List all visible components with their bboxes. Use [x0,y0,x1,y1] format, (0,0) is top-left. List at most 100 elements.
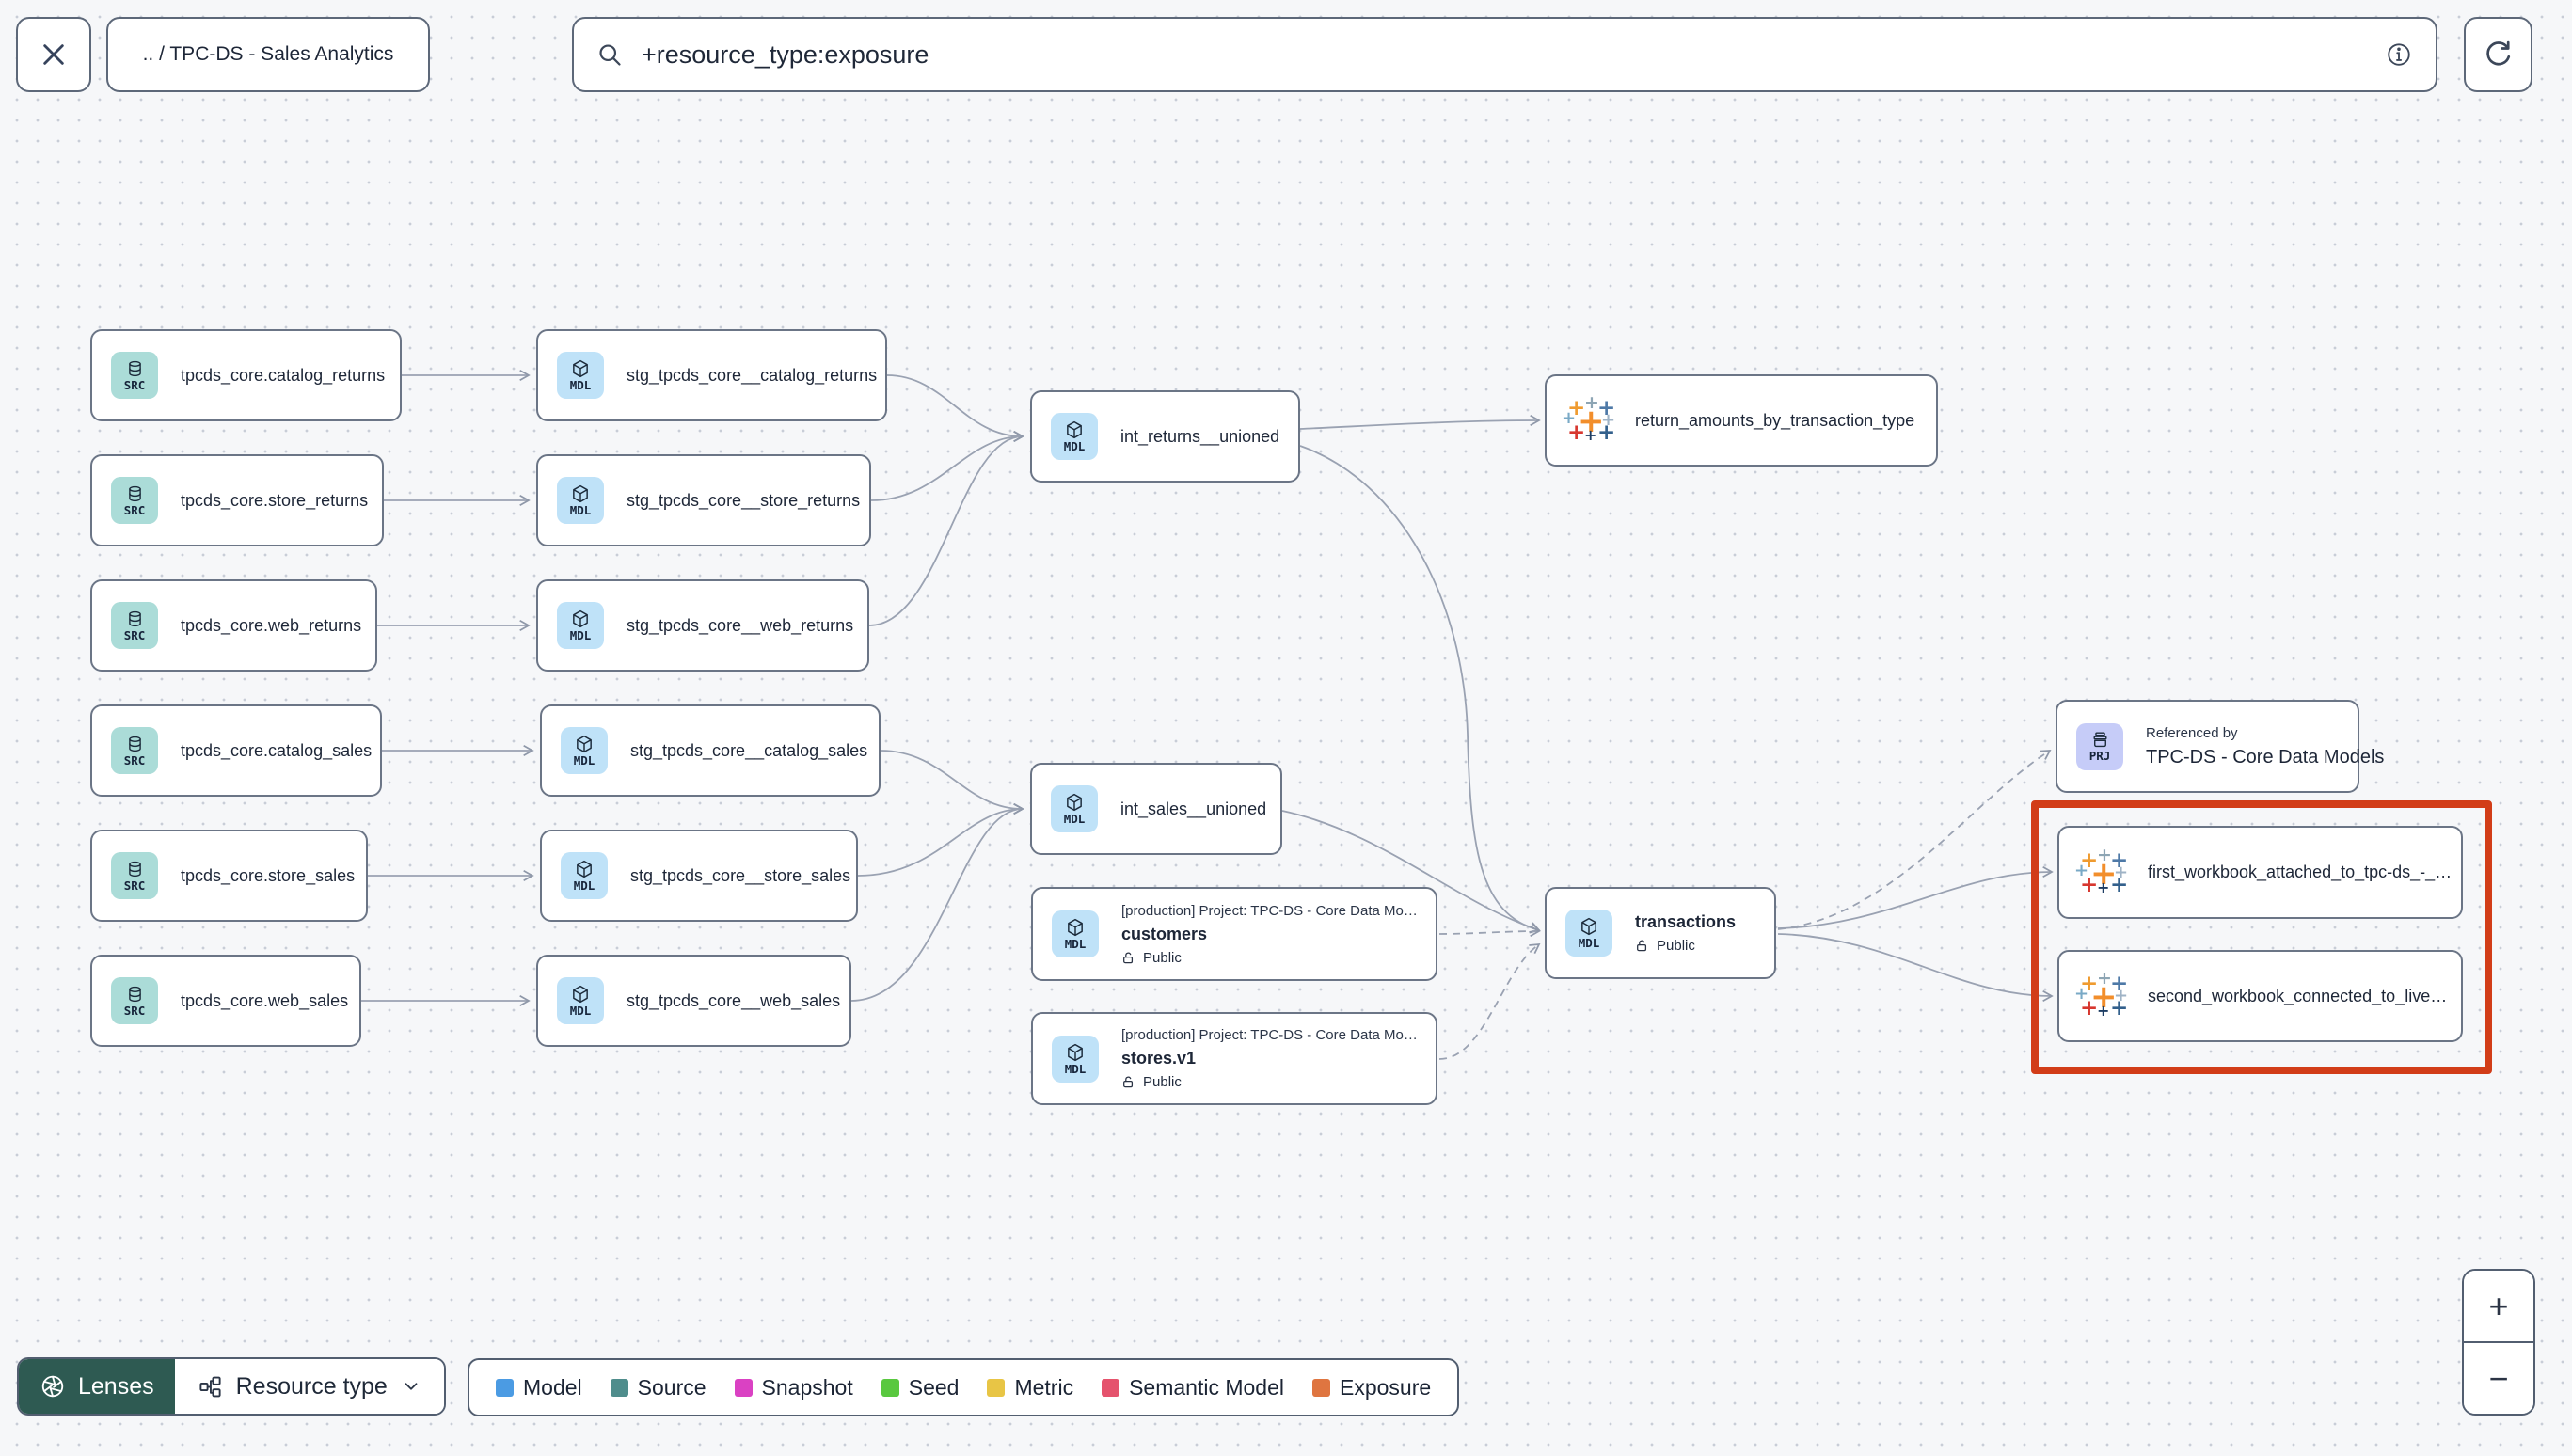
legend-label: Exposure [1340,1374,1432,1400]
database-icon [125,484,145,504]
node-label: stg_tpcds_core__catalog_returns [627,365,878,385]
mdl-badge: MDL [557,977,604,1024]
node-exposure-second-workbook[interactable]: +++++++++second_workbook_connected_to_li… [2057,950,2463,1042]
node-label: tpcds_core.web_sales [181,990,349,1010]
node-stg-web-returns[interactable]: MDL stg_tpcds_core__web_returns [536,579,869,672]
chevron-down-icon [401,1376,421,1397]
badge-label: SRC [123,377,146,392]
legend-swatch [1312,1378,1330,1397]
node-label: int_returns__unioned [1120,426,1280,446]
resource-type-dropdown[interactable]: Resource type [174,1359,444,1414]
node-label: tpcds_core.catalog_returns [181,365,386,385]
badge-label: SRC [123,627,146,642]
lenses-button[interactable]: Lenses [19,1359,175,1414]
node-src-catalog-sales[interactable]: SRC tpcds_core.catalog_sales [90,704,382,797]
access-label: Public [1143,1074,1182,1090]
node-exposure-return-amounts[interactable]: +++++++++return_amounts_by_transaction_t… [1545,374,1938,467]
refresh-button[interactable] [2464,17,2532,92]
badge-label: MDL [1064,937,1087,952]
node-label: stg_tpcds_core__web_returns [627,615,854,635]
node-stg-store-returns[interactable]: MDL stg_tpcds_core__store_returns [536,454,871,546]
node-stg-catalog-returns[interactable]: MDL stg_tpcds_core__catalog_returns [536,329,887,421]
legend-swatch [610,1378,628,1397]
legend-swatch [881,1378,899,1397]
mdl-badge: MDL [557,352,604,399]
legend-item-source: Source [610,1375,707,1401]
search-bar[interactable] [572,17,2437,92]
zoom-in-button[interactable]: + [2464,1271,2533,1341]
node-model-stores[interactable]: MDL[production] Project: TPC-DS - Core D… [1031,1012,1437,1105]
access-label: Public [1143,949,1182,966]
node-label: tpcds_core.store_returns [181,490,369,510]
legend-item-model: Model [496,1375,582,1401]
model-cube-icon [1065,917,1086,938]
legend-label: Metric [1014,1374,1074,1400]
legend-label: Model [523,1374,582,1400]
node-src-web-sales[interactable]: SRC tpcds_core.web_sales [90,955,361,1047]
info-icon[interactable] [2385,40,2413,69]
lenses-label: Lenses [78,1372,154,1400]
badge-label: MDL [569,1004,592,1019]
node-exposure-first-workbook[interactable]: +++++++++first_workbook_attached_to_tpc-… [2057,826,2463,919]
node-label: tpcds_core.web_returns [181,615,362,635]
legend-item-metric: Metric [987,1375,1073,1401]
node-model-customers[interactable]: MDL[production] Project: TPC-DS - Core D… [1031,887,1437,981]
mdl-badge: MDL [561,852,608,899]
src-badge: SRC [111,727,158,774]
project-archive-icon [2090,730,2110,750]
mdl-badge: MDL [1052,910,1099,957]
node-src-web-returns[interactable]: SRC tpcds_core.web_returns [90,579,377,672]
node-label: stg_tpcds_core__store_sales [630,865,851,885]
badge-label: PRJ [2088,749,2111,764]
model-cube-icon [1064,792,1085,813]
node-stg-web-sales[interactable]: MDL stg_tpcds_core__web_sales [536,955,851,1047]
src-badge: SRC [111,977,158,1024]
legend-item-snapshot: Snapshot [734,1375,853,1401]
node-label: stg_tpcds_core__store_returns [627,490,861,510]
database-icon [125,985,145,1005]
node-int-returns-unioned[interactable]: MDL int_returns__unioned [1030,390,1300,483]
search-input[interactable] [640,39,2368,71]
referenced-by-label: Referenced by [2146,724,2238,741]
node-label: stg_tpcds_core__web_sales [627,990,841,1010]
badge-label: MDL [1063,439,1086,454]
src-badge: SRC [111,852,158,899]
zoom-out-button[interactable]: − [2464,1341,2533,1414]
database-icon [125,609,145,629]
model-cube-icon [574,734,595,754]
legend-item-seed: Seed [881,1375,959,1401]
minus-icon: − [2488,1358,2509,1398]
close-button[interactable] [16,17,91,92]
prj-badge: PRJ [2076,722,2123,770]
model-cube-icon [570,609,591,629]
lens-controls: Lenses Resource type [17,1357,446,1416]
mdl-badge: MDL [557,477,604,524]
badge-label: MDL [569,503,592,518]
node-label: stores.v1 [1121,1049,1197,1068]
breadcrumb[interactable]: .. / TPC-DS - Sales Analytics [106,17,430,92]
aperture-icon [40,1373,66,1400]
src-badge: SRC [111,477,158,524]
legend-label: Semantic Model [1129,1374,1284,1400]
legend-item-semantic-model: Semantic Model [1102,1375,1284,1401]
badge-label: MDL [1578,936,1600,951]
node-src-catalog-returns[interactable]: SRC tpcds_core.catalog_returns [90,329,402,421]
resource-type-legend: Model Source Snapshot Seed Metric Semantic Mo… [468,1358,1460,1416]
node-src-store-returns[interactable]: SRC tpcds_core.store_returns [90,454,384,546]
mdl-badge: MDL [1565,910,1612,957]
access-badge: Public [1121,1074,1417,1090]
access-label: Public [1657,938,1695,954]
model-cube-icon [570,984,591,1005]
node-label: tpcds_core.catalog_sales [181,740,373,760]
mdl-badge: MDL [557,602,604,649]
node-label: return_amounts_by_transaction_type [1635,410,1915,430]
badge-label: SRC [123,1003,146,1018]
plus-icon: + [2488,1286,2509,1325]
resource-type-label: Resource type [235,1372,388,1400]
node-stg-store-sales[interactable]: MDL stg_tpcds_core__store_sales [540,830,858,922]
